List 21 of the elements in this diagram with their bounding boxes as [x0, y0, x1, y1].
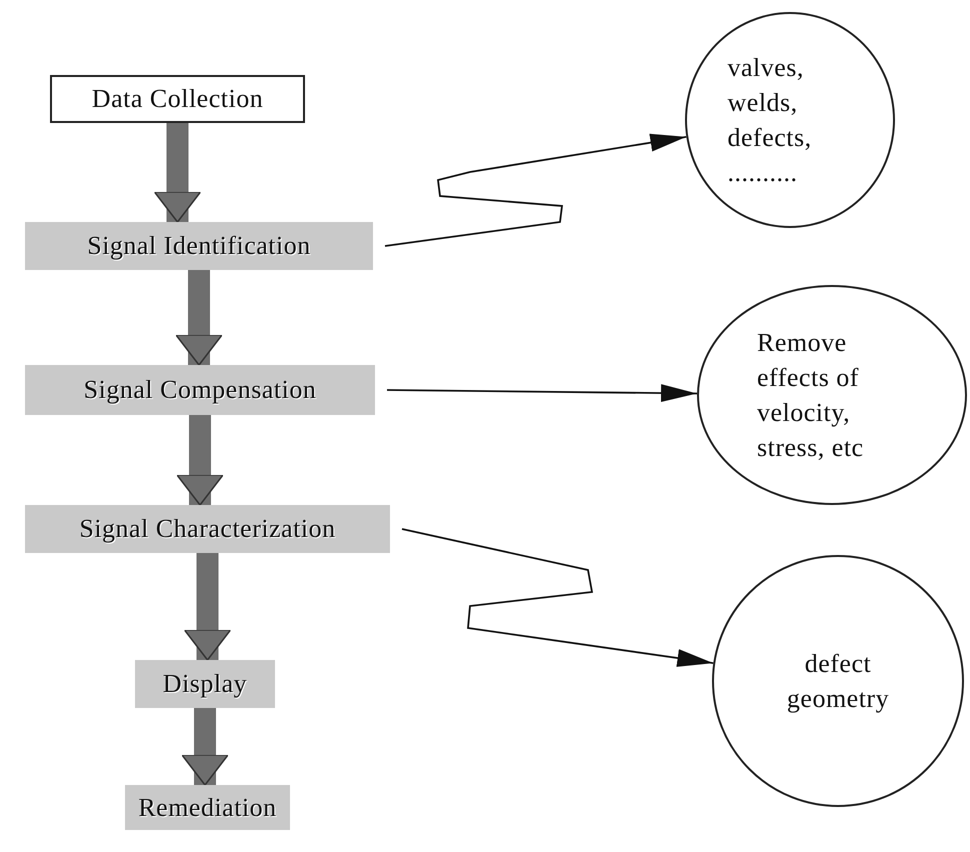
process-box [25, 222, 373, 270]
node-label: Remediation [138, 792, 277, 824]
process-box [125, 785, 290, 830]
process-box [50, 75, 305, 123]
node-label: Display [162, 668, 248, 700]
process-box [135, 660, 275, 708]
block-arrow [177, 415, 223, 506]
node-label: Remove effects of velocity, stress, etc [757, 326, 865, 464]
node-label: Data Collection [92, 83, 264, 116]
block-arrow [154, 123, 200, 223]
node-label: defect geometry [786, 648, 890, 715]
block-arrow [184, 553, 230, 661]
node-label: Signal Characterization [79, 513, 336, 546]
process-box [25, 505, 390, 553]
node-label: Signal Compensation [84, 374, 316, 406]
process-box [25, 365, 375, 415]
node-label: valves, welds, defects, .......... [728, 52, 813, 190]
arrow [387, 384, 698, 402]
block-arrow [176, 270, 222, 366]
node-label: Signal Identification [87, 230, 311, 262]
block-arrow [182, 708, 228, 786]
